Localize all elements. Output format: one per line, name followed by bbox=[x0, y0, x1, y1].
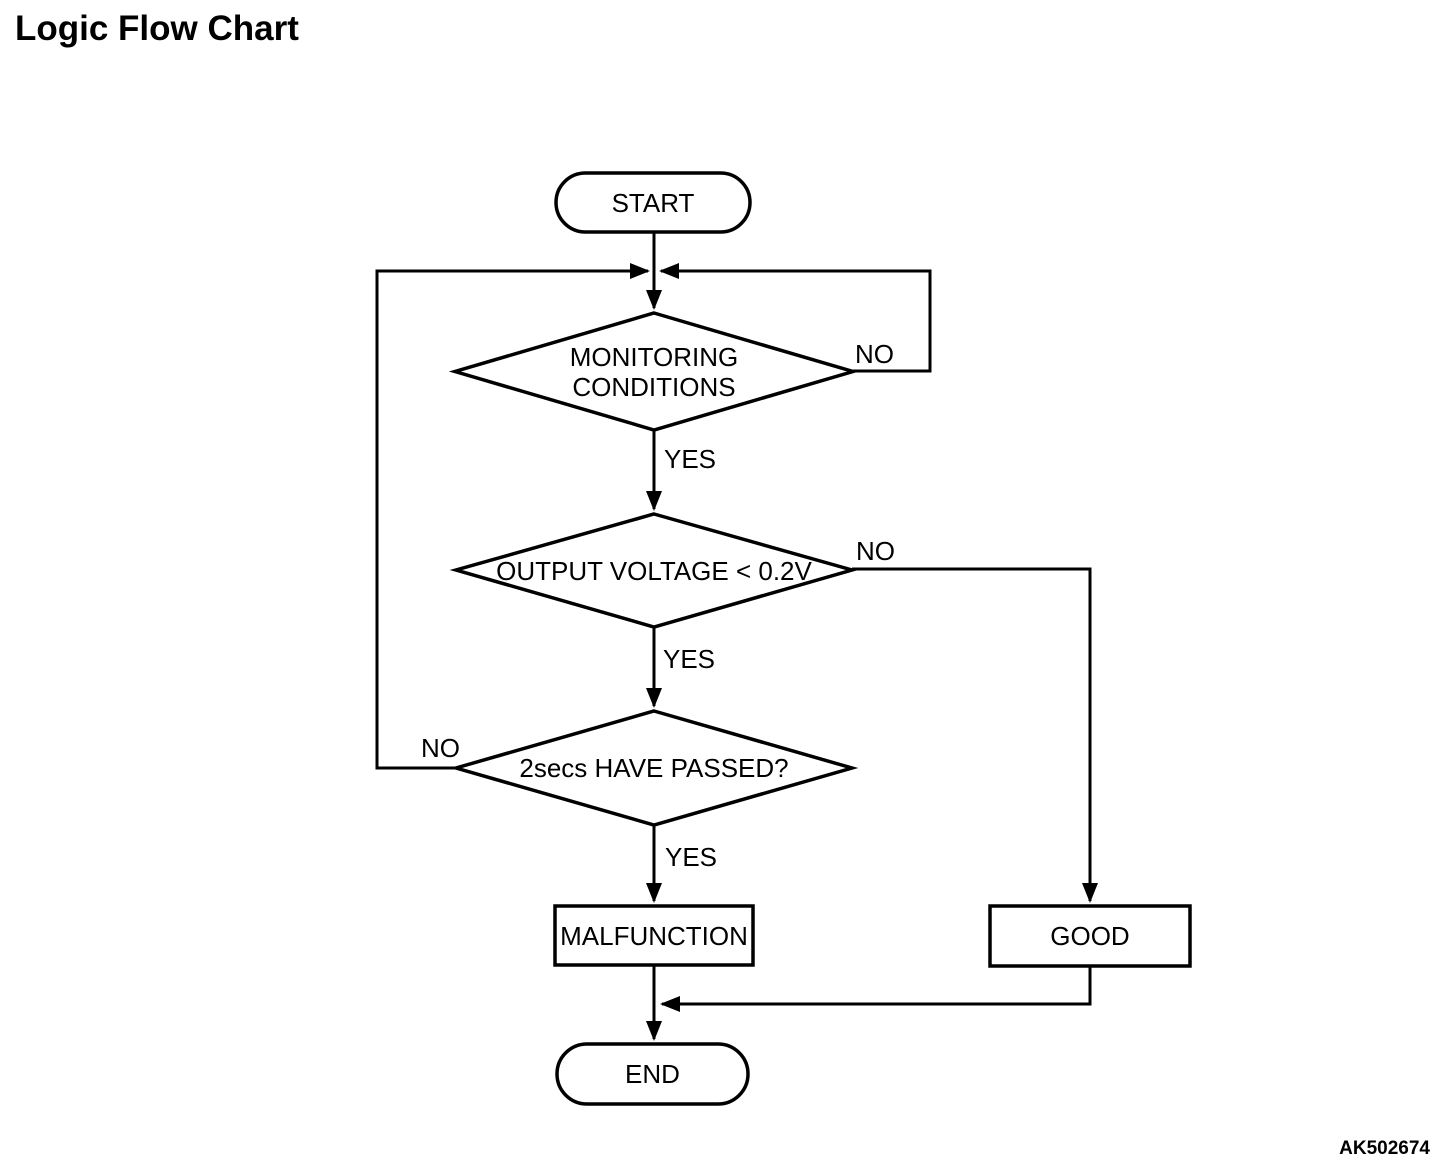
monitoring-conditions-label: MONITORING CONDITIONS bbox=[455, 313, 853, 430]
output-voltage-no-branch-label: NO bbox=[856, 536, 895, 566]
figure-code: AK502674 bbox=[1339, 1138, 1430, 1159]
output-voltage-yes-branch-label: YES bbox=[663, 644, 716, 674]
monitoring-conditions-label-line1: MONITORING bbox=[569, 341, 739, 372]
monitoring-yes-branch-label: YES bbox=[664, 444, 717, 474]
edge-twosecs-no-loop bbox=[375, 263, 650, 770]
page-title: Logic Flow Chart bbox=[15, 9, 299, 48]
edge-monitoring-no-loop bbox=[659, 263, 932, 373]
edge-output-no-to-good bbox=[852, 567, 1098, 903]
twosecs-yes-branch-label: YES bbox=[665, 842, 718, 872]
malfunction-label: MALFUNCTION bbox=[560, 920, 748, 951]
end-label: END bbox=[625, 1059, 680, 1089]
output-voltage-label: OUTPUT VOLTAGE < 0.2V bbox=[496, 555, 812, 586]
twosecs-no-branch-label: NO bbox=[421, 733, 460, 763]
start-terminator-shape bbox=[554, 171, 752, 234]
start-label: START bbox=[611, 187, 695, 218]
edge-good-merge bbox=[660, 966, 1092, 1012]
monitoring-decision-shape bbox=[448, 311, 860, 432]
monitoring-conditions-label-line2: CONDITIONS bbox=[572, 371, 736, 402]
good-process-shape bbox=[988, 904, 1192, 968]
monitoring-no-branch-label: NO bbox=[855, 339, 894, 369]
malfunction-process-shape bbox=[553, 904, 755, 967]
good-label: GOOD bbox=[1050, 921, 1130, 951]
twosecs-label: 2secs HAVE PASSED? bbox=[519, 753, 789, 783]
twosecs-decision-shape bbox=[449, 709, 859, 827]
end-terminator-shape bbox=[555, 1042, 750, 1106]
output-voltage-decision-shape bbox=[449, 512, 859, 629]
